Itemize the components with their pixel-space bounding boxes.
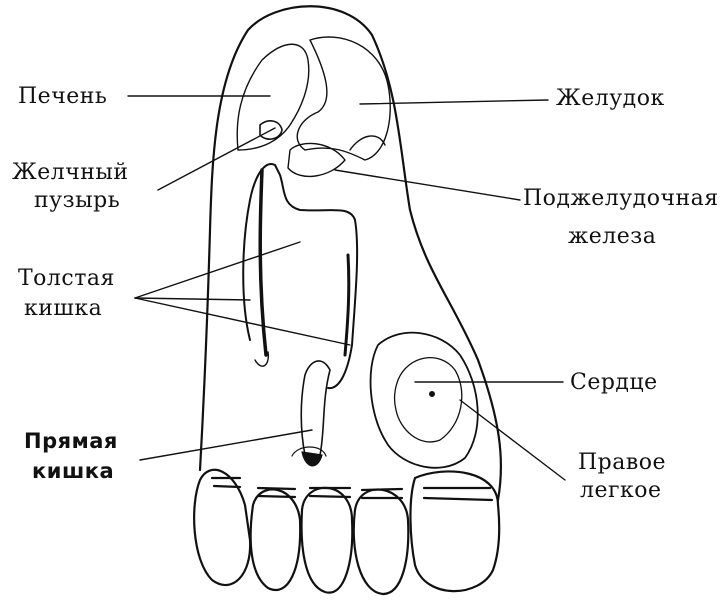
toe-5 xyxy=(410,471,499,591)
foot-outline xyxy=(200,6,501,500)
label-gallbladder-line1: Желчный xyxy=(12,160,129,186)
label-pancreas-line2: железа xyxy=(568,224,656,250)
label-heart: Сердце xyxy=(570,370,658,396)
toe-3 xyxy=(302,488,353,593)
stomach-organ xyxy=(297,37,390,160)
toe-4 xyxy=(354,489,409,594)
heart-organ xyxy=(395,358,462,442)
colon-leader-a xyxy=(135,242,300,298)
label-gallbladder-line2: пузырь xyxy=(34,188,120,214)
stomach-leader xyxy=(360,100,548,104)
toe-2 xyxy=(251,489,301,590)
label-colon-line2: кишка xyxy=(24,296,102,322)
colon-leader-b xyxy=(135,298,250,300)
label-stomach: Желудок xyxy=(556,86,665,112)
label-rectum-line1: Прямая xyxy=(24,428,118,454)
label-liver: Печень xyxy=(18,84,107,110)
liver-organ xyxy=(237,44,309,150)
lung-leader xyxy=(460,400,565,480)
pancreas-leader xyxy=(335,170,520,200)
label-rectum-line2: кишка xyxy=(32,458,114,484)
rectum-leader xyxy=(140,430,312,460)
label-colon-line1: Толстая xyxy=(18,266,115,292)
label-lung-line2: легкое xyxy=(580,478,662,504)
label-pancreas-line1: Поджелудочная xyxy=(523,186,719,212)
leader-lines xyxy=(128,96,565,480)
label-lung-line1: Правое xyxy=(578,450,666,476)
colon-leader-c xyxy=(135,298,350,345)
